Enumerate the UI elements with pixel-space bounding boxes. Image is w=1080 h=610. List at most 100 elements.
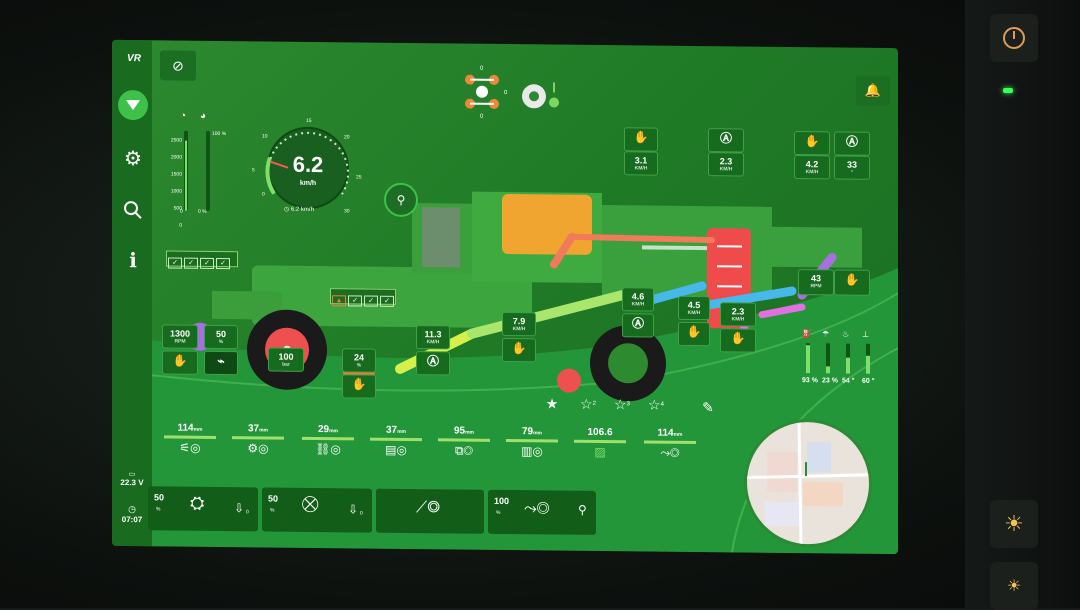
hand-icon: ✋	[805, 134, 820, 148]
hopper-unit: KM/H	[625, 165, 657, 171]
axle-status[interactable]	[462, 70, 502, 116]
edit-button[interactable]: ✎	[696, 396, 720, 418]
digging-tile[interactable]: 24%	[342, 348, 376, 372]
fill-gauge-icon: ◕	[200, 111, 206, 122]
setting-value: 106.6	[587, 427, 612, 438]
settings-button[interactable]: ⚙	[118, 144, 148, 172]
setting-item[interactable]: 114mm⤳◎	[638, 427, 702, 488]
brightness-down-button[interactable]: ☀	[990, 562, 1038, 610]
logo-text: VR	[127, 53, 141, 64]
hopper2-auto-button[interactable]: Ⓐ	[708, 128, 744, 152]
setting-item[interactable]: 29mm⛓◎	[296, 424, 360, 485]
elevator1-auto-button[interactable]: Ⓐ	[416, 351, 450, 375]
pencil-icon: ✎	[702, 399, 714, 416]
rotor-status[interactable]	[516, 78, 562, 112]
steering-icon: ⤳◎	[524, 500, 549, 518]
mini-map[interactable]	[744, 419, 872, 548]
hydraulic-value: 54 °	[842, 378, 855, 385]
setting-value: 114	[657, 428, 673, 439]
favorite-2-label: 2	[593, 401, 596, 407]
zoom-button[interactable]	[118, 196, 148, 224]
info-button[interactable]: i	[118, 246, 148, 274]
bell-icon: 🔔	[865, 83, 881, 99]
brightness-up-button[interactable]: ☀	[990, 500, 1038, 548]
axle-status-icon	[462, 70, 502, 116]
axle-marker-mid: 0	[504, 90, 507, 96]
depth-value: 50	[154, 492, 164, 502]
favorite-active-button[interactable]: ★	[540, 392, 564, 414]
roller-sub: 0	[360, 510, 363, 516]
discharge-icon: ⤳◎	[638, 445, 702, 461]
belt-hand-button[interactable]: ✋	[678, 322, 710, 346]
discharge-angle-tile[interactable]: 33°	[834, 155, 870, 179]
link-icon: ⊘	[172, 57, 184, 74]
notifications-button[interactable]: 🔔	[856, 76, 890, 106]
discharge-auto-button[interactable]: Ⓐ	[834, 131, 870, 155]
elevator1-value: 11.3	[417, 329, 449, 339]
digging-value: 24	[343, 352, 375, 362]
adblue-value: 23 %	[822, 377, 838, 384]
link-button[interactable]: ⊘	[160, 50, 196, 80]
hopper-hand-button[interactable]: ✋	[624, 127, 658, 151]
home-button[interactable]	[118, 90, 148, 120]
clock-icon: ◷	[112, 504, 152, 515]
engine-hand-button[interactable]: ✋	[162, 350, 198, 374]
pct-50-tile[interactable]: 50%	[204, 325, 238, 349]
cleaning-hand-button[interactable]: ✋	[720, 328, 756, 352]
check-icon: ✓	[184, 258, 198, 269]
power-button[interactable]	[990, 14, 1038, 62]
setting-item[interactable]: 95mm⧉◎	[432, 425, 496, 486]
setting-value: 29	[318, 424, 329, 435]
rpm43-hand-button[interactable]: ✋	[834, 269, 870, 295]
setting-item[interactable]: 114mm⚟◎	[158, 422, 222, 483]
hand-icon: ✋	[687, 325, 702, 339]
steering-control-panel[interactable]: 100 % ⤳◎ ⚲	[488, 490, 596, 535]
setting-item[interactable]: 106.6▨	[568, 427, 632, 488]
setting-item[interactable]: 37mm▤◎	[364, 425, 428, 486]
plug-icon: ⚲	[397, 193, 406, 207]
time-value: 07:07	[112, 515, 152, 524]
setting-bar	[644, 440, 696, 444]
favorite-3-label: 3	[627, 401, 630, 407]
setting-item[interactable]: 37mm⚙◎	[226, 423, 290, 484]
roller-auto-button[interactable]: Ⓐ	[622, 313, 654, 337]
discharge-hand-button[interactable]: ✋	[794, 131, 830, 155]
favorite-4-label: 4	[661, 402, 664, 408]
elevator2-hand-button[interactable]: ✋	[502, 338, 536, 362]
setting-value: 37	[386, 425, 397, 436]
steering-value: 100	[494, 496, 509, 506]
setting-item[interactable]: 79mm▥◎	[500, 426, 564, 487]
check-icon: ✓	[380, 296, 394, 307]
favorite-4-button[interactable]: ☆4	[644, 393, 668, 415]
favorite-2-button[interactable]: ☆2	[576, 393, 600, 415]
fuel-icon: ⛽	[802, 329, 812, 338]
depth-control-panel[interactable]: 50 % ⛭ ⇩ 0	[148, 486, 258, 531]
rpm43-value: 43	[799, 273, 833, 283]
info-icon: i	[129, 248, 137, 272]
digging-disc-icon: ⛭	[190, 493, 204, 514]
favorite-3-button[interactable]: ☆3	[610, 393, 634, 415]
engine-rpm-unit: RPM	[163, 338, 197, 344]
digging-hand-button[interactable]: ✋	[342, 374, 376, 398]
discharge-angle-value: 33	[835, 159, 869, 169]
plug-button[interactable]: ⚲	[384, 183, 418, 217]
setting-bar	[506, 439, 558, 443]
rpm43-unit: RPM	[799, 283, 833, 289]
sun-icon: ☀	[1004, 511, 1024, 537]
sieve-button[interactable]: ⌁	[204, 351, 238, 375]
cleaner-icon: ▥◎	[500, 444, 564, 459]
fuel-value: 93 %	[802, 377, 818, 384]
blade-control-panel[interactable]: ⟋◎	[376, 489, 484, 534]
roller-control-panel[interactable]: 50 % ⛒ ⇩ 0	[262, 487, 372, 532]
